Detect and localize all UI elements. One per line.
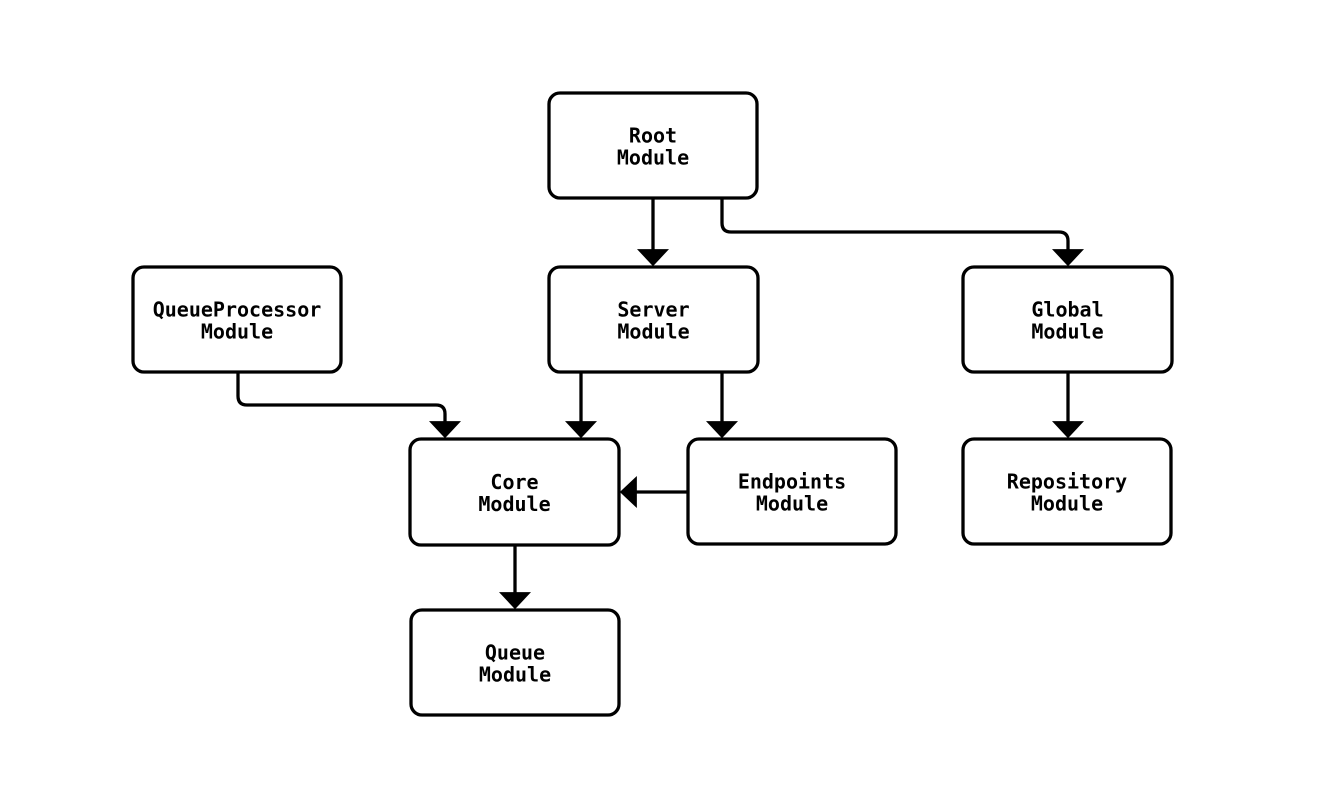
node-label-line: Module bbox=[1031, 320, 1103, 344]
node-label-line: QueueProcessor bbox=[153, 298, 322, 322]
node-label-line: Module bbox=[478, 492, 550, 516]
node-label-line: Queue bbox=[485, 641, 545, 665]
node-box bbox=[547, 91, 759, 200]
nodes-layer: RootModuleQueueProcessorModuleServerModu… bbox=[131, 91, 1174, 717]
node-box bbox=[408, 437, 621, 547]
node-label-line: Module bbox=[756, 492, 828, 516]
node-label-line: Module bbox=[1031, 492, 1103, 516]
node-label-line: Core bbox=[490, 470, 538, 494]
node-label-line: Module bbox=[201, 320, 273, 344]
node-label-line: Endpoints bbox=[738, 470, 846, 494]
edge-queueprocessor-to-core bbox=[236, 372, 461, 439]
node-label-line: Root bbox=[629, 124, 677, 148]
node-box bbox=[131, 265, 343, 374]
node-label-line: Module bbox=[479, 663, 551, 687]
node-box bbox=[961, 437, 1173, 546]
node-label-line: Module bbox=[617, 146, 689, 170]
node-box bbox=[686, 437, 898, 546]
edges-layer bbox=[236, 198, 1084, 610]
node-label-line: Global bbox=[1031, 298, 1103, 322]
edge-root-to-global bbox=[720, 198, 1084, 267]
node-label-line: Repository bbox=[1007, 470, 1127, 494]
node-label-line: Module bbox=[617, 320, 689, 344]
node-label-line: Server bbox=[617, 298, 689, 322]
node-box bbox=[961, 265, 1174, 374]
node-box bbox=[409, 608, 621, 717]
node-box bbox=[547, 265, 760, 374]
